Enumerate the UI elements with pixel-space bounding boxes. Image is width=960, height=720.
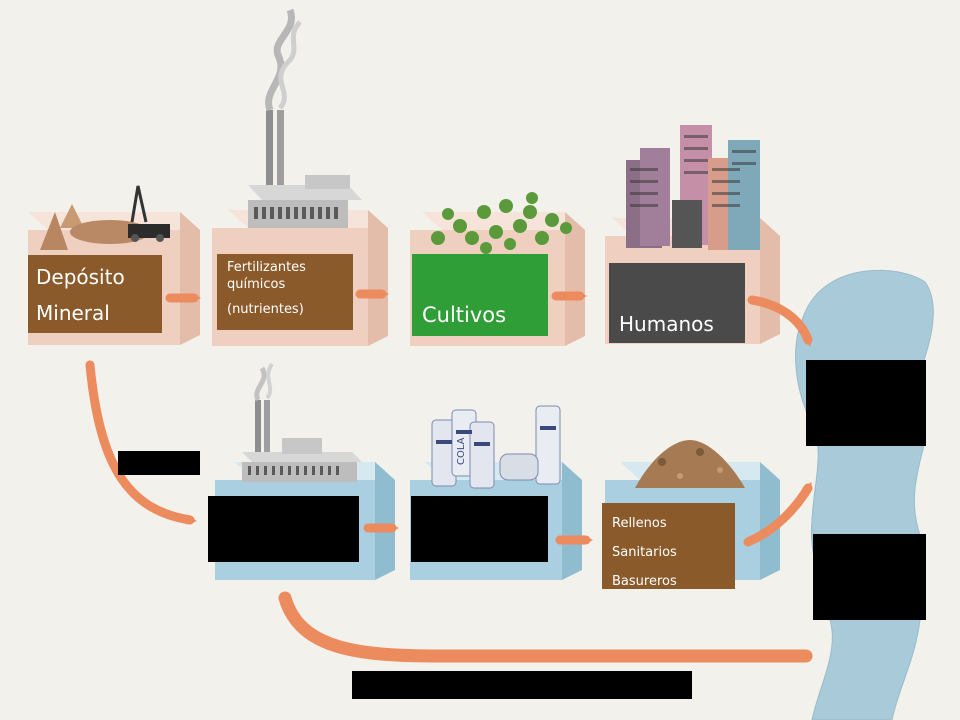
building-icon (626, 125, 760, 250)
garbage-pile-icon (635, 440, 745, 488)
cola-can-icon: COLA (431, 405, 561, 489)
redacted-label-processing (208, 496, 359, 562)
landfills-label: Rellenos Sanitarios Basureros (602, 503, 735, 589)
flow-arrows (85, 289, 813, 663)
redacted-label-arrow (118, 451, 200, 475)
landfills-line3: Basureros (612, 574, 677, 589)
label-bg-fertilizer (217, 254, 353, 330)
factory-icon (248, 8, 362, 228)
crops-label: Cultivos (422, 303, 507, 327)
landfills-line2: Sanitarios (612, 545, 677, 560)
fertilizers-line3: (nutrientes) (227, 302, 304, 317)
landfills-line1: Rellenos (612, 516, 667, 531)
arrow-landfill-to-water (743, 481, 813, 547)
mine-icon (40, 185, 170, 250)
can-label: COLA (456, 437, 467, 465)
arrow-processing-to-water (278, 591, 813, 663)
redacted-label-bottom-arrow (352, 671, 692, 699)
redacted-label-water-top (806, 360, 926, 446)
fertilizers-label: Fertilizantes químicos (nutrientes) (217, 254, 353, 330)
fertilizers-line2: químicos (227, 277, 286, 292)
mineral-deposit-line1: Depósito (36, 265, 125, 289)
humans-label: Humanos (619, 312, 714, 336)
water-body (795, 269, 934, 720)
redacted-label-products (411, 496, 548, 562)
label-bg-humans (609, 263, 745, 343)
label-bg-mineral (28, 255, 162, 333)
mineral-deposit-line2: Mineral (36, 301, 110, 325)
label-bg-crops (412, 254, 548, 336)
redacted-label-water-bottom (813, 534, 926, 620)
factory-icon (242, 362, 362, 482)
palm-icon (431, 192, 572, 254)
mineral-deposit-label: Depósito Mineral (28, 255, 162, 333)
arrow-mineral-to-processing (85, 360, 197, 525)
arrow-humans-to-water (747, 295, 813, 347)
fertilizers-line1: Fertilizantes (227, 260, 306, 275)
label-bg-landfill (602, 503, 735, 589)
